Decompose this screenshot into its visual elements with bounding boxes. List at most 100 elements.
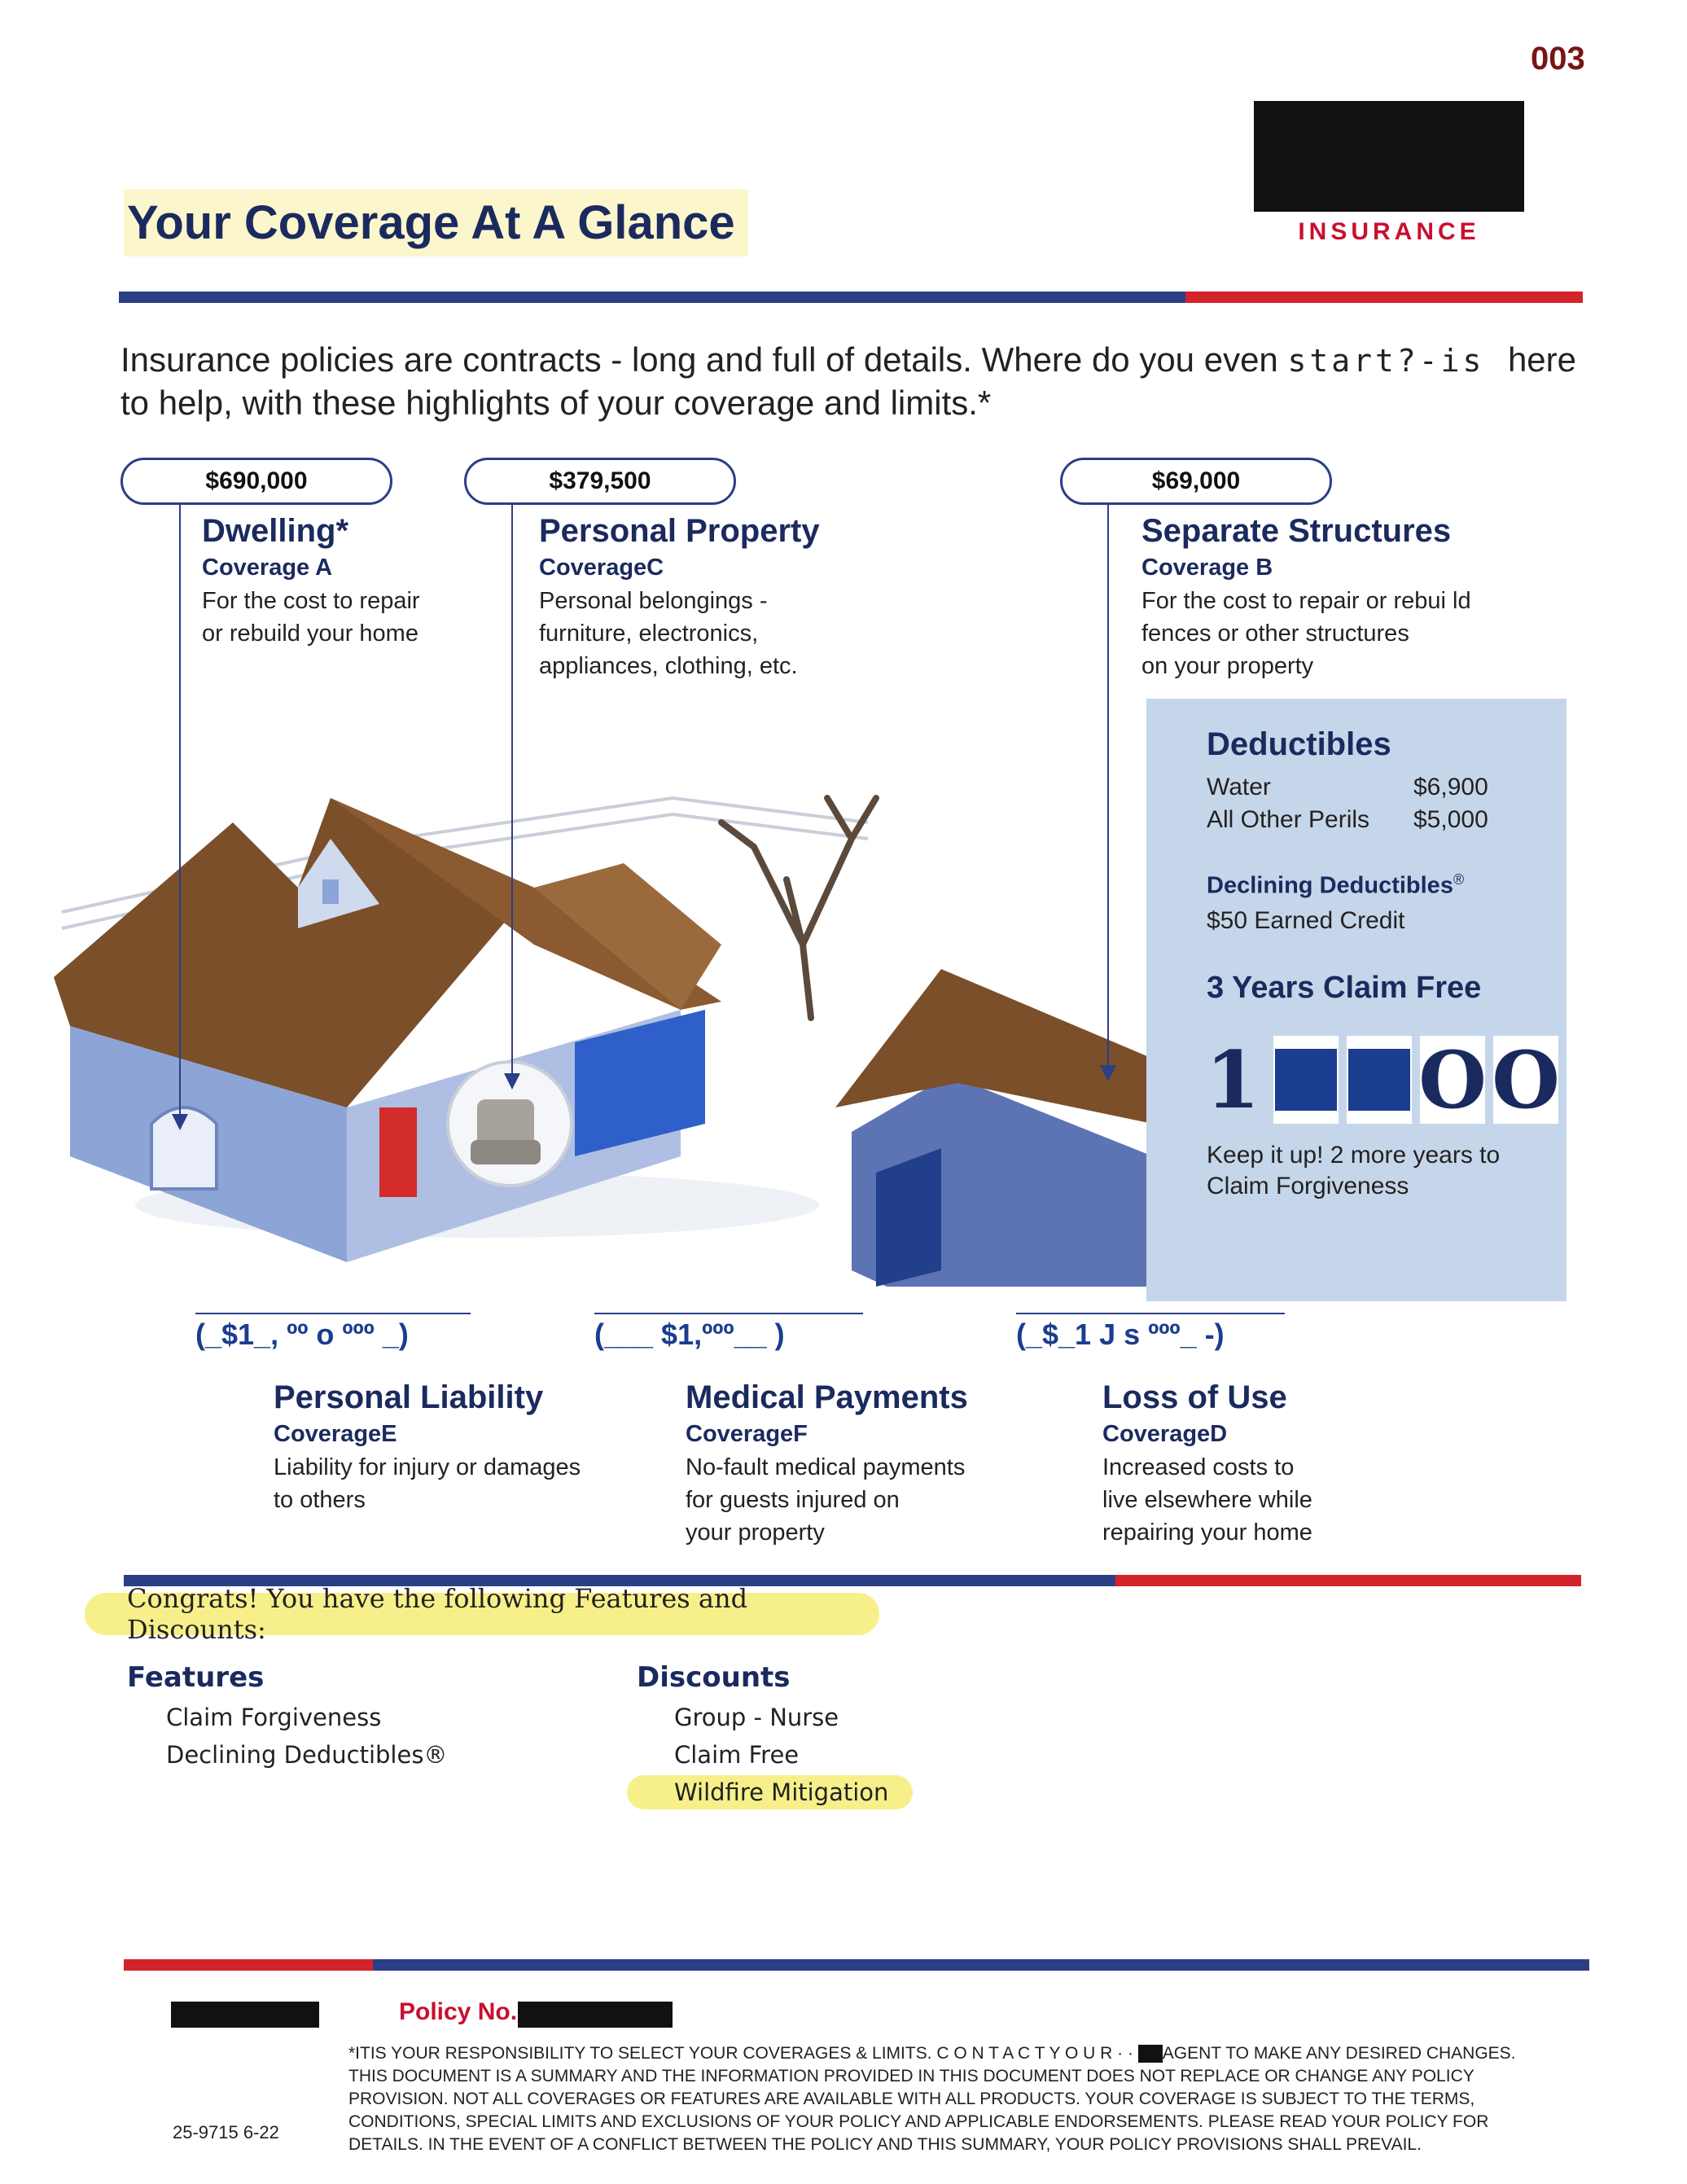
- personal-liability-desc-1: Liability for injury or damages: [274, 1454, 581, 1480]
- claim-digit-4: O: [1418, 1033, 1487, 1126]
- separate-structures-desc-3: on your property: [1141, 653, 1314, 679]
- intro-line1: Insurance policies are contracts - long …: [120, 340, 1288, 379]
- personal-property-desc-1: Personal belongings -: [539, 588, 768, 614]
- tree-icon: [718, 795, 879, 1021]
- divider-red-bottom: [124, 1959, 373, 1971]
- personal-property-connector: [511, 505, 513, 1075]
- disclaimer: *ITIS YOUR RESPONSIBILITY TO SELECT YOUR…: [348, 2042, 1586, 2156]
- loss-of-use-desc-2: live elsewhere while: [1102, 1487, 1312, 1513]
- divider-red-top: [1185, 292, 1583, 303]
- divider-red-mid: [1115, 1575, 1581, 1586]
- loss-of-use-desc-3: repairing your home: [1102, 1520, 1312, 1546]
- brand-label: INSURANCE: [1298, 218, 1480, 245]
- intro-line2: to help, with these highlights of your c…: [120, 384, 992, 422]
- discount-item: Group - Nurse: [674, 1704, 839, 1731]
- discount-item: Wildfire Mitigation: [627, 1775, 914, 1809]
- claim-digit-1: 1: [1200, 1034, 1265, 1126]
- disclaimer-line-1b: AGENT TO MAKE ANY DESIRED CHANGES.: [1162, 2044, 1516, 2063]
- features-title: Features: [127, 1661, 265, 1694]
- loss-of-use-code: CoverageD: [1102, 1421, 1228, 1447]
- features-section: Features Claim Forgiveness Declining Ded…: [127, 1661, 447, 1769]
- deductible-water-label: Water: [1207, 774, 1271, 800]
- deductible-other-label: All Other Perils: [1207, 806, 1370, 833]
- feature-item: Claim Forgiveness: [166, 1704, 382, 1731]
- discounts-section: Discounts Group - Nurse Claim Free Wildf…: [627, 1661, 914, 1809]
- dwelling-arrowhead: [172, 1114, 188, 1130]
- disclaimer-line-5: DETAILS. IN THE EVENT OF A CONFLICT BETW…: [348, 2135, 1422, 2154]
- policy-number-label: Policy No.: [399, 1998, 518, 2025]
- page-number: 003: [1531, 41, 1585, 77]
- separate-structures-block: Separate Structures Coverage B For the c…: [1141, 513, 1471, 682]
- keep-it-up-1: Keep it up! 2 more years to: [1207, 1142, 1501, 1169]
- separate-structures-amount: $69,000: [1060, 458, 1332, 505]
- deductible-other-value: $5,000: [1413, 806, 1488, 833]
- house-illustration: [54, 795, 1153, 1287]
- deductible-water-value: $6,900: [1413, 774, 1488, 800]
- redacted-logo: [1254, 101, 1524, 212]
- claim-year-filled-icon: [1348, 1049, 1410, 1111]
- personal-property-name: Personal Property: [539, 513, 820, 549]
- personal-property-desc-2: furniture, electronics,: [539, 621, 759, 647]
- loss-of-use-block: Loss of Use CoverageD Increased costs to…: [1102, 1379, 1312, 1549]
- medical-payments-amount: (___ $1,ººº__ ): [594, 1313, 863, 1352]
- redacted-agent-name: [1137, 2045, 1163, 2063]
- claim-digit-2: [1273, 1036, 1339, 1124]
- discount-item-highlighted: Wildfire Mitigation: [627, 1775, 914, 1809]
- divider-blue-mid: [124, 1575, 1115, 1586]
- declining-deductibles-heading: Declining Deductibles®: [1207, 871, 1464, 900]
- declining-deductibles-title: Declining Deductibles: [1207, 872, 1453, 899]
- congrats-banner: Congrats! You have the following Feature…: [85, 1583, 879, 1645]
- medical-payments-code: CoverageF: [686, 1421, 808, 1447]
- dwelling-connector: [179, 505, 181, 1116]
- claim-digit-3: [1347, 1036, 1412, 1124]
- registered-mark: ®: [1453, 871, 1465, 888]
- separate-structures-name: Separate Structures: [1141, 513, 1452, 549]
- claim-year-filled-icon: [1275, 1049, 1337, 1111]
- intro-line1-end: here: [1507, 340, 1576, 379]
- divider-blue-bottom: [373, 1959, 1589, 1971]
- personal-property-code: CoverageC: [539, 555, 664, 581]
- feature-item: Declining Deductibles®: [166, 1741, 448, 1769]
- dwelling-desc-2: or rebuild your home: [202, 621, 418, 647]
- dwelling-name: Dwelling*: [202, 513, 349, 549]
- discounts-title: Discounts: [637, 1661, 791, 1694]
- claim-free-title: 3 Years Claim Free: [1207, 971, 1482, 1005]
- dwelling-desc-1: For the cost to repair: [202, 588, 420, 614]
- divider-blue-top: [119, 292, 1185, 303]
- keep-it-up-2: Claim Forgiveness: [1207, 1173, 1409, 1199]
- intro-mono: start?-is: [1287, 343, 1485, 379]
- personal-liability-name: Personal Liability: [274, 1379, 544, 1415]
- claim-free-tracker: 1 O O: [1200, 1033, 1560, 1126]
- personal-property-block: Personal Property CoverageC Personal bel…: [539, 513, 820, 682]
- dwelling-code: Coverage A: [202, 555, 333, 581]
- separate-structures-code: Coverage B: [1141, 555, 1273, 581]
- separate-structures-connector: [1107, 505, 1109, 1067]
- personal-liability-amount: (_$1_, ºº o ººº _): [195, 1313, 471, 1352]
- personal-liability-block: Personal Liability CoverageE Liability f…: [274, 1379, 581, 1516]
- claim-digit-5: O: [1492, 1033, 1560, 1126]
- personal-property-desc-3: appliances, clothing, etc.: [539, 653, 798, 679]
- disclaimer-line-3: PROVISION. NOT ALL COVERAGES OR FEATURES…: [348, 2090, 1475, 2108]
- separate-structures-desc-2: fences or other structures: [1141, 621, 1409, 647]
- personal-liability-desc-2: to others: [274, 1487, 366, 1513]
- separate-structures-arrowhead: [1100, 1065, 1116, 1081]
- personal-liability-code: CoverageE: [274, 1421, 397, 1447]
- personal-property-arrowhead: [504, 1073, 520, 1090]
- medical-payments-desc-3: your property: [686, 1520, 825, 1546]
- page-title: Your Coverage At A Glance: [124, 189, 748, 257]
- disclaimer-line-4: CONDITIONS, SPECIAL LIMITS AND EXCLUSION…: [348, 2112, 1489, 2131]
- redacted-name: [171, 2002, 319, 2028]
- discount-item: Claim Free: [674, 1741, 800, 1769]
- loss-of-use-amount: (_$_1 J s ººº_ -): [1016, 1313, 1285, 1352]
- disclaimer-line-1a: *ITIS YOUR RESPONSIBILITY TO SELECT YOUR…: [348, 2044, 1133, 2063]
- medical-payments-name: Medical Payments: [686, 1379, 968, 1415]
- form-number: 25-9715 6-22: [173, 2122, 279, 2142]
- separate-structures-desc-1: For the cost to repair or rebui ld: [1141, 588, 1471, 614]
- dwelling-amount: $690,000: [120, 458, 392, 505]
- personal-property-amount: $379,500: [464, 458, 736, 505]
- loss-of-use-name: Loss of Use: [1102, 1379, 1287, 1415]
- dwelling-block: Dwelling* Coverage A For the cost to rep…: [202, 513, 420, 650]
- medical-payments-desc-2: for guests injured on: [686, 1487, 900, 1513]
- disclaimer-line-1: *ITIS YOUR RESPONSIBILITY TO SELECT YOUR…: [348, 2042, 1586, 2065]
- redacted-policy-number: [518, 2002, 673, 2028]
